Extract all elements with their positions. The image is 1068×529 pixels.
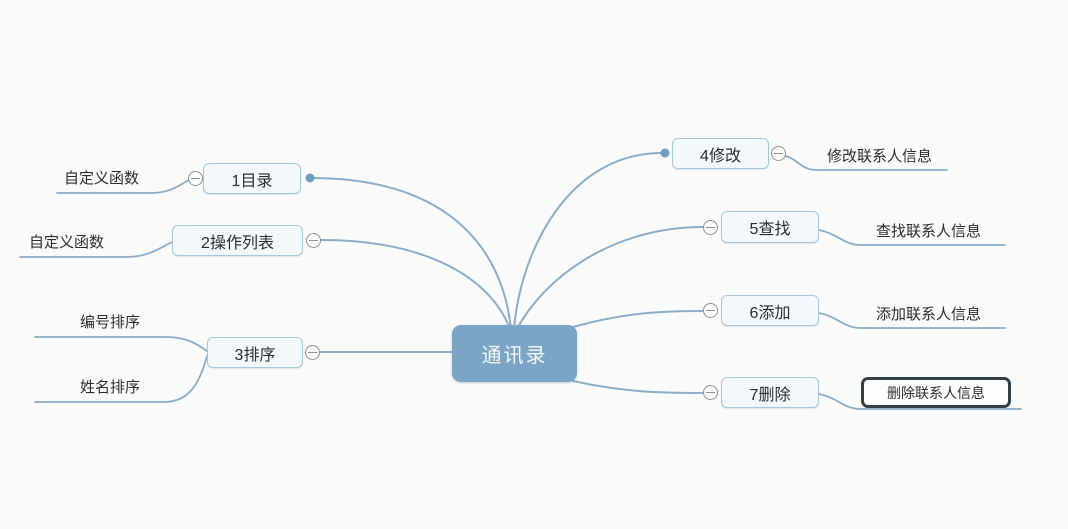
leaf-sort-by-name[interactable]: 姓名排序 [80,379,141,396]
branch-delete[interactable]: 7删除 [721,377,819,408]
collapse-minus-icon-branch6[interactable] [703,303,718,318]
branch-sort[interactable]: 3排序 [207,337,303,368]
leaf-custom-function-1[interactable]: 自定义函数 [64,170,140,187]
leaf-search-contact-info[interactable]: 查找联系人信息 [876,223,982,240]
connector-branch1-leaf [56,179,190,194]
leaf-custom-function-2[interactable]: 自定义函数 [29,234,105,251]
connector-branch6-leaf [818,312,1006,329]
collapse-minus-icon-branch2[interactable] [306,233,321,248]
connector-root-to-branch7 [572,380,704,394]
connector-branch2-leaf [19,241,173,258]
connector-root-to-branch2 [320,239,511,330]
branch-operation-list[interactable]: 2操作列表 [172,225,303,256]
branch-catalog[interactable]: 1目录 [203,163,301,194]
connection-dot-branch1 [305,173,315,183]
connector-root-to-branch4 [513,152,663,330]
leaf-modify-contact-info[interactable]: 修改联系人信息 [827,148,933,165]
branch-search[interactable]: 5查找 [721,211,819,243]
connector-branch4-leaf [785,155,948,171]
collapse-minus-icon-branch5[interactable] [703,220,718,235]
connector-branch5-leaf [818,229,1006,246]
connector-root-to-branch1 [310,177,512,330]
leaf-add-contact-info[interactable]: 添加联系人信息 [876,306,982,323]
leaf-sort-by-number[interactable]: 编号排序 [80,314,141,331]
connector-root-to-branch6 [572,310,704,328]
collapse-minus-icon-branch4[interactable] [771,146,786,161]
connector-branch3-leaf2 [34,355,208,403]
root-topic[interactable]: 通讯录 [452,325,577,382]
connector-branch7-leaf [818,393,1022,410]
connector-branch3-leaf1 [34,336,208,352]
branch-add[interactable]: 6添加 [721,295,819,326]
leaf-delete-contact-info-selected[interactable]: 删除联系人信息 [861,377,1011,408]
collapse-minus-icon-branch1[interactable] [188,171,203,186]
branch-modify[interactable]: 4修改 [672,138,769,169]
collapse-minus-icon-branch3[interactable] [305,345,320,360]
connector-root-to-branch5 [516,226,704,330]
connection-dot-branch4 [660,148,670,158]
collapse-minus-icon-branch7[interactable] [703,385,718,400]
